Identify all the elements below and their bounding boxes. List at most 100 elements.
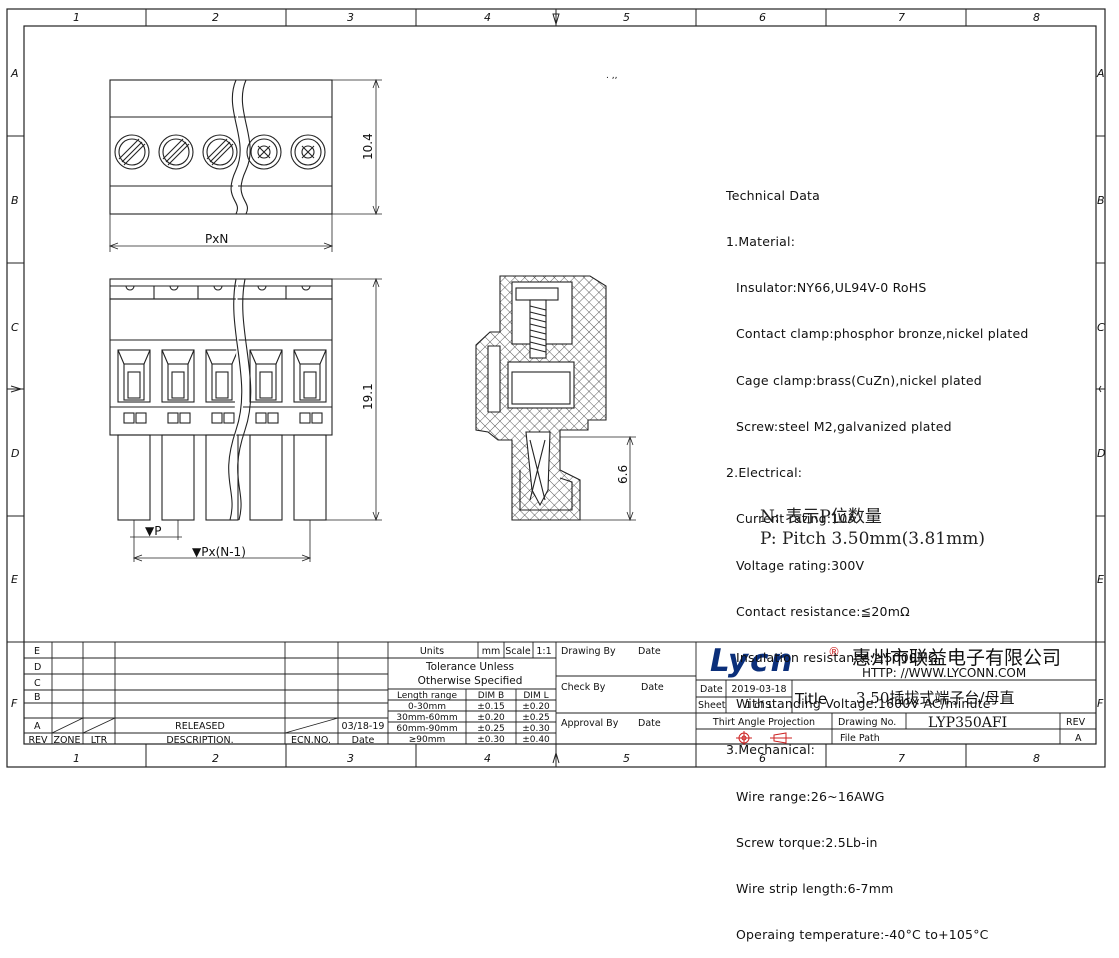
scale-label: Scale xyxy=(505,646,531,657)
tech-screw: Screw:steel M2,galvanized plated xyxy=(736,418,952,434)
col-label: 2 xyxy=(212,752,219,765)
rev-released: RELEASED xyxy=(175,721,225,732)
svg-text:®: ® xyxy=(828,645,840,659)
tol-hdr-range: Length range xyxy=(397,691,458,701)
lycn-logo: Lycn ® xyxy=(710,643,840,679)
svg-text:Lycn: Lycn xyxy=(710,643,795,679)
rev-value: A xyxy=(1075,733,1082,744)
tol-dimb: ±0.30 xyxy=(477,735,505,745)
tol-dimb: ±0.20 xyxy=(477,713,505,723)
rev-row-label: C xyxy=(34,678,41,689)
tol-hdr-dimb: DIM B xyxy=(478,691,504,701)
col-label: 8 xyxy=(1033,752,1040,765)
scale-value: 1:1 xyxy=(536,646,551,657)
col-label: 4 xyxy=(484,11,491,24)
rev-header-ecn: ECN.NO. xyxy=(291,735,331,746)
rev-row-label: B xyxy=(34,692,41,703)
note-p: P: Pitch 3.50mm(3.81mm) xyxy=(760,529,985,549)
title-value: 3.50插拔式端子台/母直 xyxy=(856,689,1014,707)
tol-range: 0-30mm xyxy=(408,702,446,712)
col-label: 3 xyxy=(347,752,354,765)
stray-mark: . ,, xyxy=(606,71,617,81)
screw-openings xyxy=(114,134,326,170)
tol-diml: ±0.30 xyxy=(522,724,550,734)
rev-row-label: E xyxy=(34,646,40,657)
section-view xyxy=(475,275,636,522)
sheet-value: 1 of 1 xyxy=(745,700,772,711)
drawing-by-label: Drawing By xyxy=(561,646,616,657)
col-label: 1 xyxy=(73,11,80,24)
drawing-no-label: Drawing No. xyxy=(838,717,896,728)
tolerance-line2: Otherwise Specified xyxy=(418,675,523,687)
dim-height-top: 10.4 xyxy=(361,133,375,160)
rev-header-desc: DESCRIPTION. xyxy=(166,735,233,746)
row-label: D xyxy=(11,447,19,460)
tol-dimb: ±0.25 xyxy=(477,724,505,734)
company-url: HTTP: //WWW.LYCONN.COM xyxy=(862,666,1026,680)
row-label: A xyxy=(10,67,19,80)
col-label: 4 xyxy=(484,752,491,765)
tol-range: 30mm-60mm xyxy=(396,713,457,723)
dim-pitch: ▼P xyxy=(145,524,161,538)
tech-cage-clamp: Cage clamp:brass(CuZn),nickel plated xyxy=(736,372,982,388)
front-view xyxy=(109,277,382,562)
dim-height-side: 19.1 xyxy=(361,383,375,410)
approval-by-label: Approval By xyxy=(561,718,619,729)
tech-contact-res: Contact resistance:≦20mΩ xyxy=(736,603,910,619)
col-label: 7 xyxy=(898,11,905,24)
col-label: 5 xyxy=(623,11,630,24)
tol-diml: ±0.20 xyxy=(522,702,550,712)
tech-insulation-res: Insulation resistance:≧5000MΩ xyxy=(736,650,938,665)
rev-header-date: Date xyxy=(352,735,375,746)
row-label: F xyxy=(1097,697,1104,710)
row-label: C xyxy=(11,321,19,334)
col-label: 1 xyxy=(73,752,80,765)
tol-diml: ±0.25 xyxy=(522,713,550,723)
tol-dimb: ±0.15 xyxy=(477,702,505,712)
col-label: 5 xyxy=(623,752,630,765)
company-name: 惠州市联益电子有限公司 xyxy=(852,647,1061,669)
rev-header-rev: REV xyxy=(28,735,48,746)
tech-torque: Screw torque:2.5Lb-in xyxy=(736,834,878,850)
tech-insulator: Insulator:NY66,UL94V-0 RoHS xyxy=(736,280,927,296)
rev-row-label: D xyxy=(34,662,41,673)
col-label: 6 xyxy=(759,11,766,24)
third-angle-projection-icon xyxy=(736,731,792,745)
tech-electrical: 2.Electrical: xyxy=(726,465,803,481)
units-value: mm xyxy=(482,646,501,657)
projection-label: Thirt Angle Projection xyxy=(712,717,815,728)
rev-header-ltr: LTR xyxy=(91,735,108,746)
rev-label: REV xyxy=(1066,717,1086,728)
drawing-no-value: LYP350AFI xyxy=(928,715,1007,731)
rev-header-zone: ZONE xyxy=(53,735,80,746)
row-label: E xyxy=(1097,573,1104,586)
tech-material: 1.Material: xyxy=(726,234,796,250)
tech-wire-range: Wire range:26~16AWG xyxy=(736,788,885,804)
tolerance-line1: Tolerance Unless xyxy=(425,661,514,673)
col-label: 3 xyxy=(347,11,354,24)
row-label: D xyxy=(1097,447,1105,460)
units-label: Units xyxy=(420,646,444,657)
rev-date: 03/18-19 xyxy=(342,721,385,732)
top-view xyxy=(108,78,382,252)
col-label: 7 xyxy=(898,752,905,765)
title-label: Title xyxy=(794,690,827,708)
tech-contact-clamp: Contact clamp:phosphor bronze,nickel pla… xyxy=(736,326,1029,342)
dim-width: PxN xyxy=(205,232,228,246)
tech-voltage: Voltage rating:300V xyxy=(736,557,865,573)
rev-row-label: A xyxy=(34,721,41,732)
title-block-grid xyxy=(24,641,1096,744)
check-by-label: Check By xyxy=(561,682,606,693)
technical-data: Technical Data 1.Material: Insulator:NY6… xyxy=(726,157,1029,958)
dim-span: ▼Px(N-1) xyxy=(192,545,246,559)
drawing-sheet: 1 2 3 4 5 6 7 8 1 2 3 4 5 6 7 8 A B C D … xyxy=(6,8,1106,768)
dim-pin-height: 6.6 xyxy=(616,465,630,484)
tech-withstand: Withstanding Voltage:1600V AC/minute xyxy=(736,696,991,712)
sheet-frame xyxy=(6,8,1106,768)
tol-hdr-diml: DIM L xyxy=(523,691,548,701)
tol-range: 60mm-90mm xyxy=(396,724,457,734)
tol-diml: ±0.40 xyxy=(522,735,550,745)
row-label: F xyxy=(11,697,18,710)
note-n: N: 表示P位数量 xyxy=(760,507,882,527)
row-label: B xyxy=(11,194,19,207)
